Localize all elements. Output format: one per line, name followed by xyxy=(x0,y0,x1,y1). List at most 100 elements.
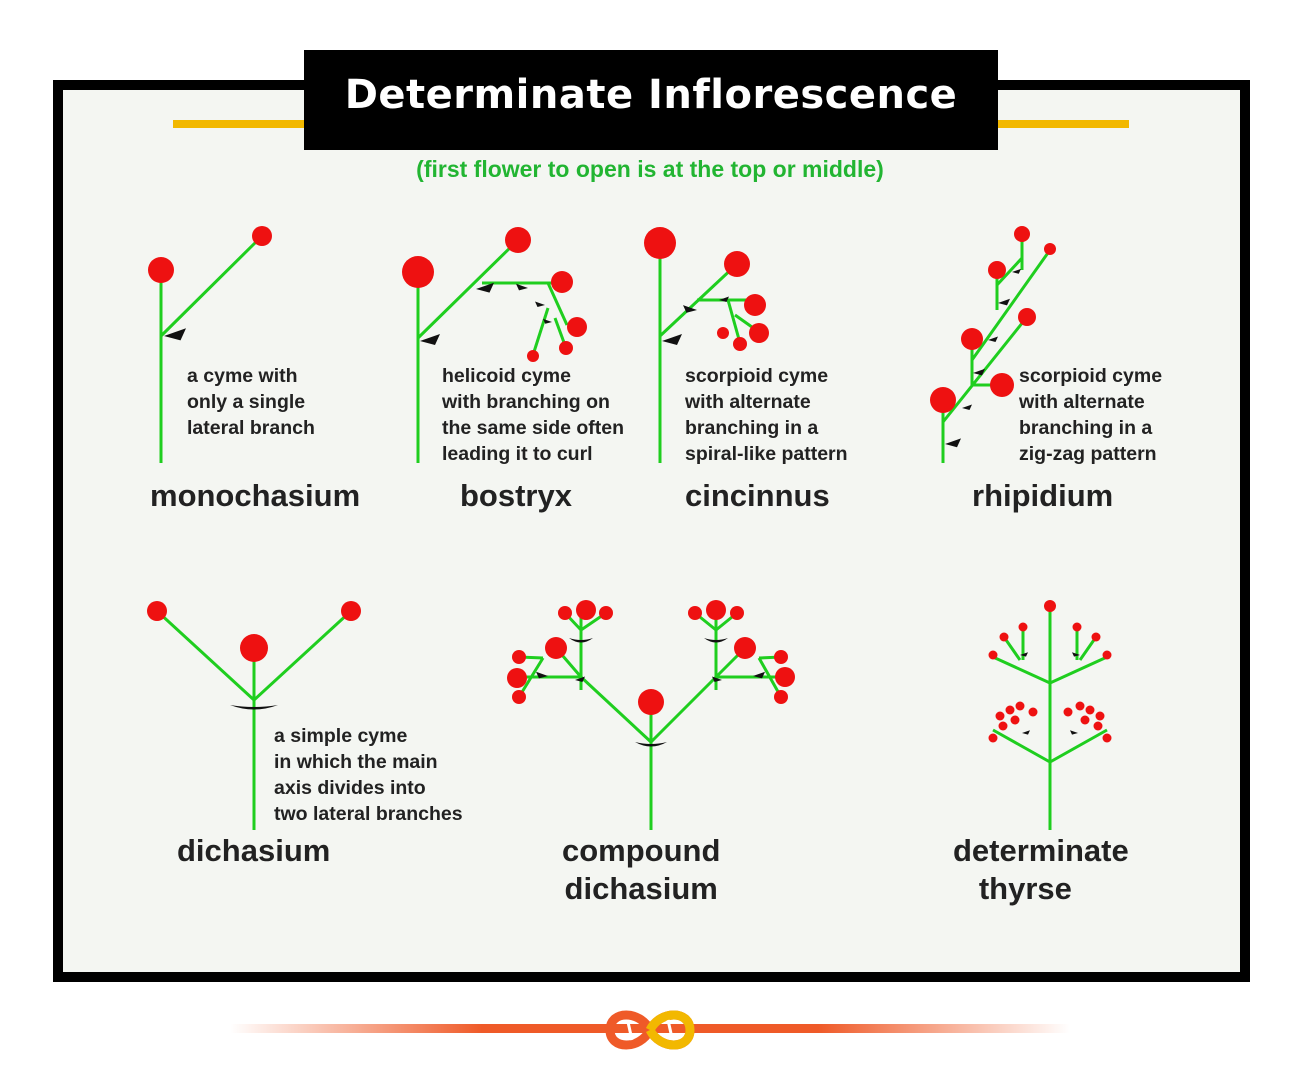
flower-dot xyxy=(1018,308,1036,326)
title-box: Determinate Inflorescence xyxy=(304,50,998,150)
flower-dot xyxy=(638,689,664,715)
subtitle: (first flower to open is at the top or m… xyxy=(416,156,884,182)
stem-line xyxy=(517,657,545,698)
flower-dot xyxy=(507,668,527,688)
bract-mark xyxy=(420,334,440,345)
stem-line xyxy=(1002,636,1022,661)
flower-dot xyxy=(988,650,998,660)
bract-mark xyxy=(1072,652,1080,657)
cincinnus-label: cincinnus xyxy=(685,478,830,513)
flower-dot xyxy=(558,606,572,620)
bract-mark xyxy=(476,282,494,293)
flower-dot xyxy=(995,711,1005,721)
flower-dot xyxy=(733,337,747,351)
bract-mark xyxy=(635,742,667,747)
flower-dot xyxy=(1044,243,1056,255)
stem-line xyxy=(1049,655,1108,685)
stem-line xyxy=(252,609,353,702)
flower-dot xyxy=(988,733,998,743)
stem-line xyxy=(546,282,569,326)
flower-dot xyxy=(1091,632,1101,642)
flower-dot xyxy=(1028,707,1038,717)
flower-dot xyxy=(1015,701,1025,711)
flower-dot xyxy=(1072,622,1082,632)
monochasium-description: a cyme with only a single lateral branch xyxy=(187,365,315,439)
cincinnus-diagram xyxy=(644,227,769,463)
dichasium-label: dichasium xyxy=(177,833,331,868)
stem-line xyxy=(992,655,1051,685)
flower-dot xyxy=(775,667,795,687)
bract-mark xyxy=(516,283,528,291)
flower-dot xyxy=(1102,733,1112,743)
bostryx-description: helicoid cyme with branching on the same… xyxy=(442,365,625,465)
bract-mark xyxy=(1012,268,1021,274)
bract-mark xyxy=(1022,730,1030,735)
flower-dot xyxy=(988,261,1006,279)
stem-line xyxy=(155,609,256,702)
stem-line xyxy=(726,299,742,344)
flower-dot xyxy=(567,317,587,337)
bract-mark xyxy=(683,305,697,313)
flower-dot xyxy=(1085,705,1095,715)
flower-dot xyxy=(559,341,573,355)
bract-mark xyxy=(1070,730,1078,735)
bract-mark xyxy=(945,438,961,448)
stem-line xyxy=(416,238,520,340)
flower-dot xyxy=(402,256,434,288)
bract-mark xyxy=(575,676,585,682)
flower-dot xyxy=(998,721,1008,731)
flower-dot xyxy=(505,227,531,253)
bract-mark xyxy=(1020,652,1028,657)
flower-dot xyxy=(744,294,766,316)
flower-dot xyxy=(1018,622,1028,632)
flower-dot xyxy=(1075,701,1085,711)
bostryx-diagram xyxy=(402,227,587,463)
bract-mark xyxy=(962,404,972,410)
dichasium-description: a simple cyme in which the main axis div… xyxy=(274,725,463,825)
bract-mark xyxy=(719,296,729,302)
bract-mark xyxy=(753,671,765,679)
monochasium-diagram xyxy=(148,226,272,463)
flower-dot xyxy=(688,606,702,620)
flower-dot xyxy=(1044,600,1056,612)
rhipidium-diagram xyxy=(930,226,1056,463)
stem-line xyxy=(941,316,1029,423)
flower-dot xyxy=(512,650,526,664)
stem-line xyxy=(970,249,1052,361)
stem-line xyxy=(1078,636,1098,661)
stem-line xyxy=(1049,728,1108,764)
stem-line xyxy=(757,657,783,698)
flower-dot xyxy=(1080,715,1090,725)
flower-dot xyxy=(730,606,744,620)
bract-mark xyxy=(973,368,985,376)
flower-dot xyxy=(1102,650,1112,660)
flower-dot xyxy=(252,226,272,246)
flower-dot xyxy=(734,637,756,659)
determinate-thyrse-label: determinate thyrse xyxy=(953,833,1129,906)
rhipidium-description: scorpioid cyme with alternate branching … xyxy=(1019,365,1163,465)
page-title: Determinate Inflorescence xyxy=(344,72,958,118)
bract-mark xyxy=(536,671,548,679)
flower-dot xyxy=(1014,226,1030,242)
flower-dot xyxy=(341,601,361,621)
rhipidium-label: rhipidium xyxy=(972,478,1114,513)
flower-dot xyxy=(961,328,983,350)
flower-dot xyxy=(774,650,788,664)
dichasium-diagram xyxy=(147,601,361,830)
flower-dot xyxy=(644,227,676,259)
flower-dot xyxy=(724,251,750,277)
stem-line xyxy=(649,675,718,744)
flower-dot xyxy=(576,600,596,620)
flower-dot xyxy=(527,350,539,362)
flower-dot xyxy=(999,632,1009,642)
bract-mark xyxy=(164,328,186,341)
flower-dot xyxy=(512,690,526,704)
flower-dot xyxy=(240,634,268,662)
bract-mark xyxy=(988,336,998,342)
flower-dot xyxy=(749,323,769,343)
flower-dot xyxy=(990,373,1014,397)
determinate-thyrse-diagram xyxy=(988,600,1112,830)
bract-mark xyxy=(704,638,728,643)
monochasium-label: monochasium xyxy=(150,478,361,513)
